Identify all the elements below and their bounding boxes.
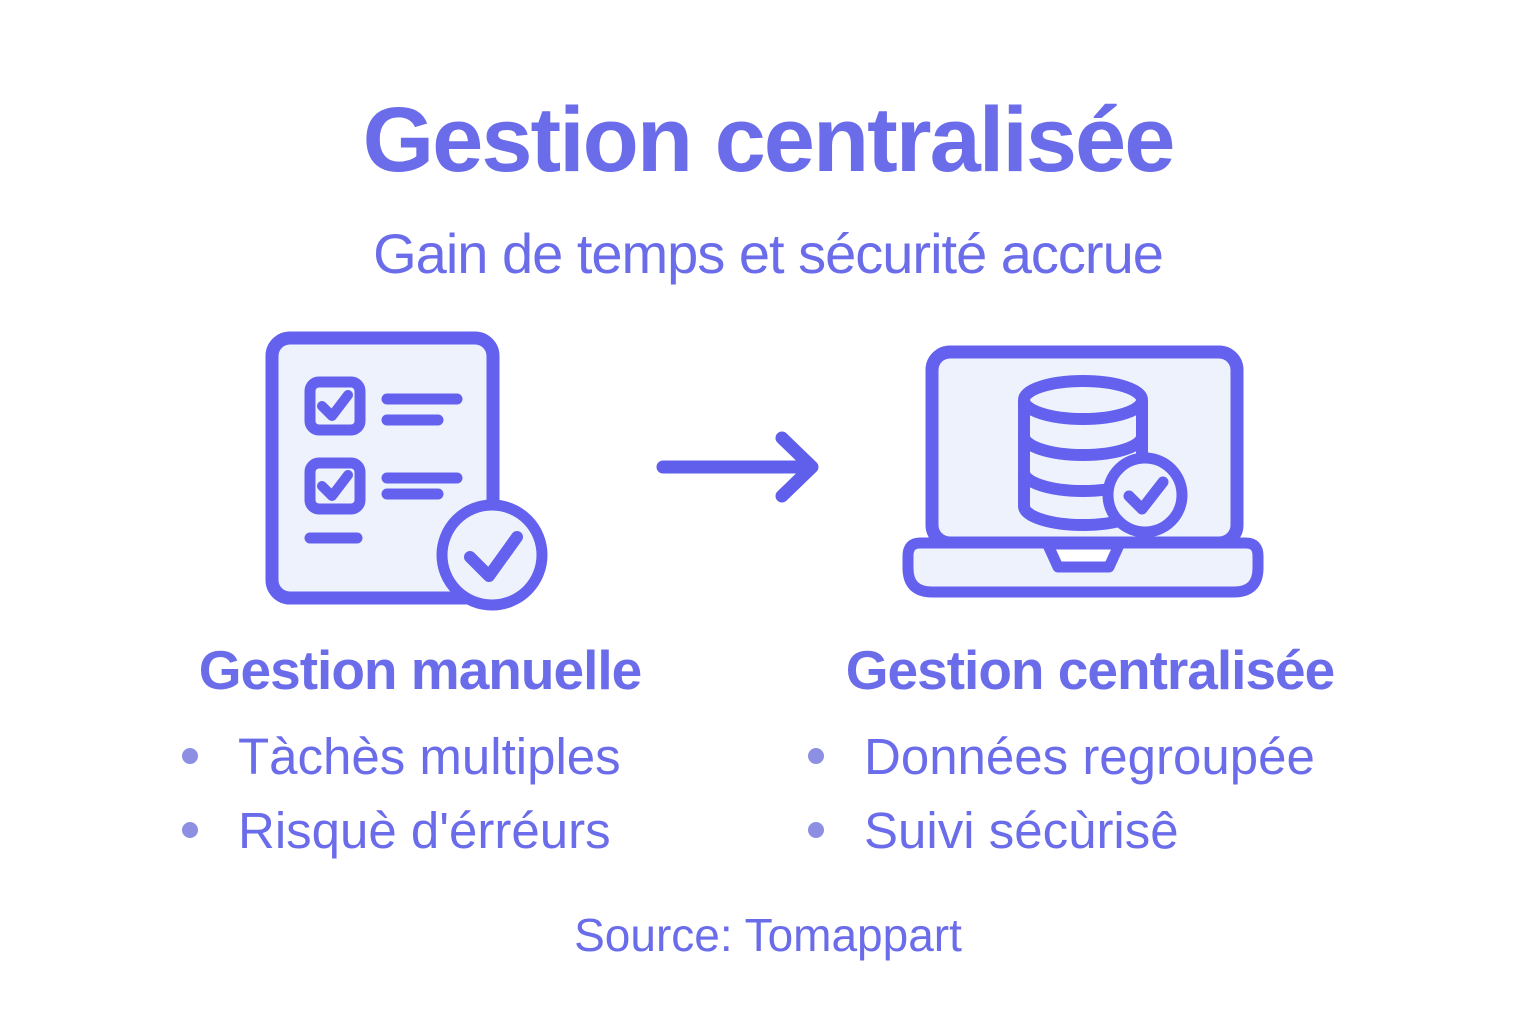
bullet-text: Risquè d'érréurs	[238, 801, 611, 859]
circle	[436, 499, 548, 611]
checklist-row-2	[304, 457, 463, 515]
bullet-dot	[808, 748, 824, 764]
right-panel-bullets: Données regroupée Suivi sécùrisê	[808, 726, 1315, 874]
page-title: Gestion centralisée	[362, 89, 1176, 191]
page-subtitle: Gain de temps et sécurité accrue	[373, 222, 1164, 285]
list-item: Données regroupée	[808, 726, 1315, 786]
checkmark-icon	[464, 531, 523, 582]
checklist-row-1	[304, 376, 463, 436]
bullet-dot	[808, 822, 824, 838]
laptop-database-icon	[902, 345, 1264, 598]
bullet-dot	[182, 748, 198, 764]
arrow-head	[775, 431, 819, 503]
source-text: Source: Tomappart	[574, 909, 962, 961]
check-circle-icon	[1102, 452, 1188, 538]
checkmark-icon	[1123, 476, 1169, 515]
left-panel-heading: Gestion manuelle	[198, 639, 642, 701]
bullet-dot	[182, 822, 198, 838]
list-item: Risquè d'érréurs	[182, 800, 621, 860]
right-panel-heading: Gestion centralisée	[845, 639, 1335, 701]
bullet-text: Suivi sécùrisê	[864, 801, 1179, 859]
check-circle-icon	[436, 499, 548, 611]
checkmark-icon	[317, 470, 353, 501]
circle	[1102, 452, 1188, 538]
right-arrow-icon	[656, 431, 819, 503]
checkbox-icon	[304, 376, 366, 436]
checkbox-icon	[304, 457, 366, 515]
bullet-text: Données regroupée	[864, 727, 1315, 785]
laptop-base	[902, 537, 1264, 598]
bullet-text: Tàchès multiples	[238, 727, 621, 785]
list-item: Suivi sécùrisê	[808, 800, 1315, 860]
database-top	[1018, 375, 1148, 425]
list-item: Tàchès multiples	[182, 726, 621, 786]
checkmark-icon	[317, 390, 353, 421]
left-panel-bullets: Tàchès multiples Risquè d'érréurs	[182, 726, 621, 874]
database-divider	[1018, 435, 1148, 461]
checklist-document-icon	[265, 331, 548, 611]
